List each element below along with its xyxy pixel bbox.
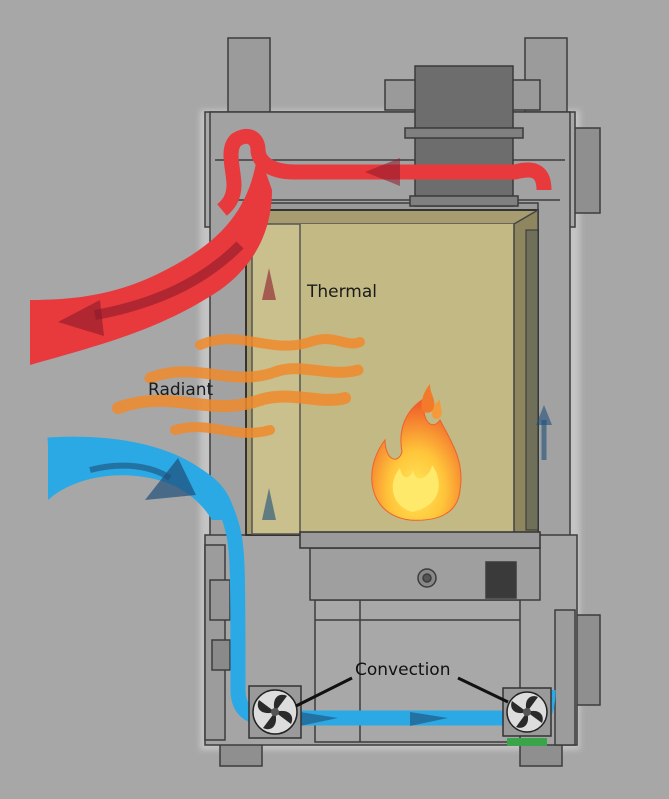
flame-icon [371,384,462,521]
fan-icon [502,687,552,746]
hot-air-outflow-arrow [30,150,272,365]
radiant-heat-waves [112,334,365,438]
hot-air-top-loop [217,128,552,216]
chimney-flue [384,65,541,207]
right-duct-airflow [536,185,552,690]
label-thermal: Thermal [307,282,378,302]
convection-leader-lines [295,676,509,708]
center-duct-airflow [261,185,277,705]
label-convection: Convection [355,660,451,680]
fan-icon [248,685,302,739]
label-radiant: Radiant [148,380,214,400]
